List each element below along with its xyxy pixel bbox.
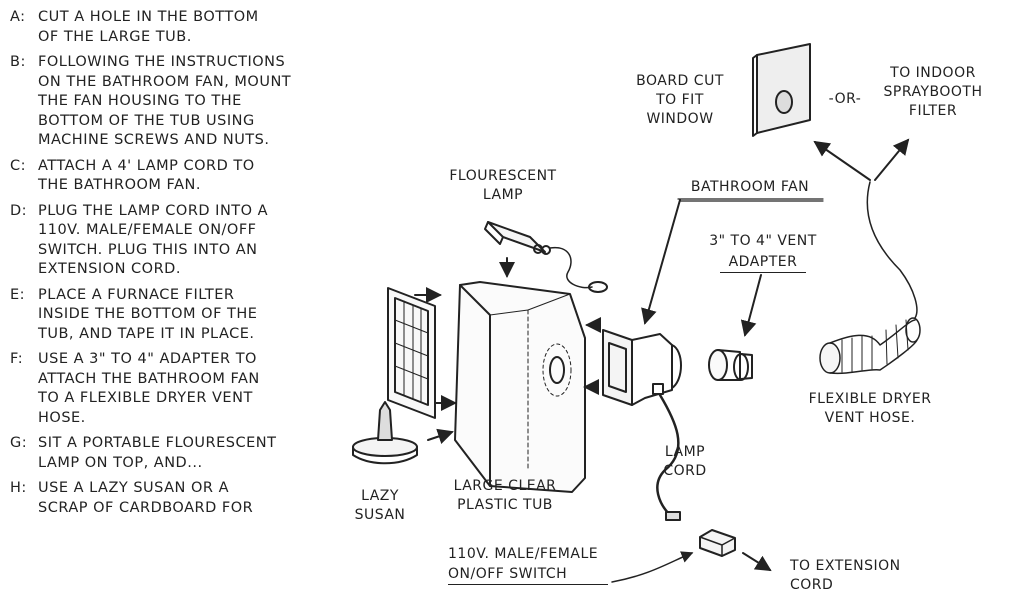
step-text: Use a lazy Susan or a scrap of cardboard… bbox=[38, 480, 254, 516]
label-switch-line2: on/off switch bbox=[448, 565, 608, 585]
label-spraybooth: To indoor spraybooth filter bbox=[883, 65, 983, 119]
label-tub: Large clear plastic tub bbox=[453, 478, 557, 513]
instruction-steps: A: Cut a hole in the bottom of the large … bbox=[6, 8, 341, 524]
label-lamp-cord: Lamp cord bbox=[663, 444, 707, 479]
step-text: Place a furnace filter inside the bottom… bbox=[38, 286, 258, 342]
flourescent-lamp-icon bbox=[484, 221, 608, 293]
step-a: A: Cut a hole in the bottom of the large … bbox=[6, 8, 341, 47]
label-hose: Flexible dryer vent hose. bbox=[808, 391, 932, 426]
label-adapter-line1: 3" to 4" vent bbox=[709, 233, 817, 249]
step-letter: G: bbox=[10, 435, 28, 451]
step-g: G: Sit a portable flourescent lamp on top… bbox=[6, 434, 341, 473]
step-letter: D: bbox=[10, 202, 28, 219]
step-b: B: Following the instructions on the bath… bbox=[6, 53, 341, 151]
step-text: Use a 3" to 4" adapter to attach the bat… bbox=[38, 351, 260, 426]
step-letter: F: bbox=[10, 351, 24, 367]
step-letter: E: bbox=[10, 286, 26, 303]
label-lamp: Flourescent lamp bbox=[449, 168, 557, 203]
step-letter: C: bbox=[10, 157, 27, 174]
step-text: Sit a portable flourescent lamp on top, … bbox=[38, 435, 277, 471]
step-text: Cut a hole in the bottom of the large tu… bbox=[38, 9, 259, 45]
vent-adapter-icon bbox=[708, 349, 753, 381]
label-switch-line1: 110v. male/female bbox=[448, 546, 599, 562]
label-adapter-line2: adapter bbox=[720, 253, 806, 273]
step-letter: B: bbox=[10, 54, 26, 70]
arrow-to-filter bbox=[874, 138, 910, 181]
on-off-switch-icon bbox=[699, 529, 736, 557]
label-extension: To extension cord bbox=[790, 558, 901, 593]
step-f: F: Use a 3" to 4" adapter to attach the b… bbox=[6, 350, 341, 428]
label-or: -OR- bbox=[828, 91, 862, 107]
label-bathroom-fan: Bathroom fan bbox=[690, 179, 810, 195]
step-letter: A: bbox=[10, 9, 26, 25]
step-text: Following the instructions on the bathro… bbox=[38, 54, 292, 148]
step-text: Attach a 4' lamp cord to the bathroom fa… bbox=[38, 157, 255, 194]
arrow-to-extension bbox=[742, 552, 772, 572]
step-d: D: Plug the lamp cord into a 110v. male/f… bbox=[6, 202, 341, 280]
label-board: Board cut to fit window bbox=[636, 73, 724, 127]
step-text: Plug the lamp cord into a 110v. male/fem… bbox=[38, 202, 269, 278]
hose-lead-line bbox=[866, 181, 918, 319]
arrow-to-switch bbox=[611, 551, 694, 583]
arrow-to-fan bbox=[641, 199, 681, 325]
dryer-hose-icon bbox=[819, 317, 921, 375]
label-lazy-susan: Lazy Susan bbox=[354, 488, 406, 523]
arrow-to-board bbox=[813, 140, 871, 181]
plastic-tub-icon bbox=[454, 281, 586, 493]
bathroom-fan-icon bbox=[602, 329, 682, 521]
step-e: E: Place a furnace filter inside the bott… bbox=[6, 286, 341, 345]
step-letter: H: bbox=[10, 480, 27, 496]
step-h: H: Use a lazy Susan or a scrap of cardboa… bbox=[6, 479, 341, 518]
step-c: C: Attach a 4' lamp cord to the bathroom … bbox=[6, 157, 341, 196]
arrow-to-adapter bbox=[740, 274, 762, 337]
lazy-susan-icon bbox=[352, 401, 418, 465]
window-board-icon bbox=[752, 43, 811, 137]
arrow-susan-in bbox=[427, 428, 454, 445]
furnace-filter-icon bbox=[387, 287, 436, 419]
